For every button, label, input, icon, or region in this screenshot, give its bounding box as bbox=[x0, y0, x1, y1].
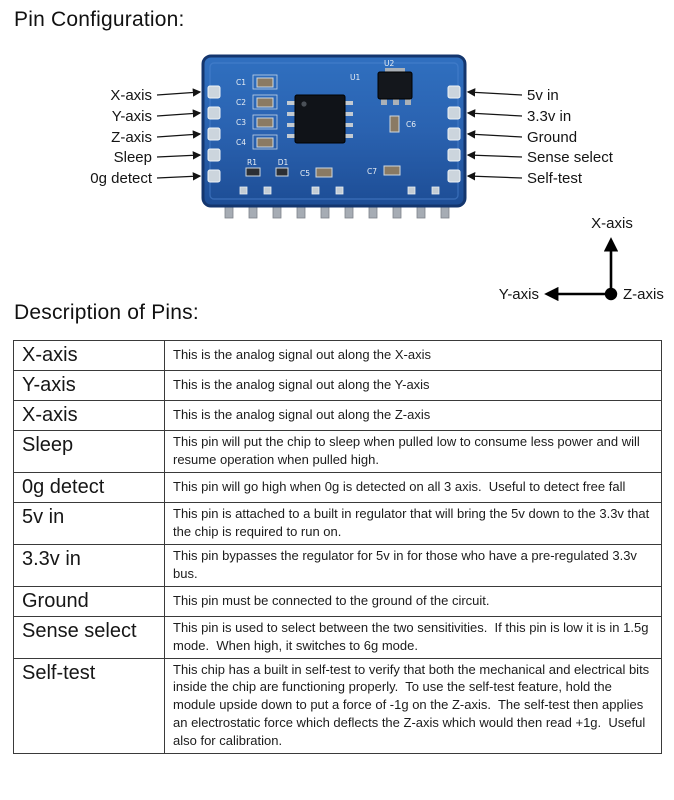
silkscreen-c4: C4 bbox=[236, 138, 246, 147]
right-pin-labels: 5v in 3.3v in Ground Sense select Self-t… bbox=[527, 87, 614, 187]
table-row-5v-in: 5v in This pin is attached to a built in… bbox=[13, 501, 662, 545]
pin-name-cell: Ground bbox=[13, 585, 165, 617]
silkscreen-r1: R1 bbox=[247, 158, 257, 167]
pin-label-ground: Ground bbox=[527, 129, 577, 146]
pin-label-0g-detect: 0g detect bbox=[90, 170, 153, 187]
left-pad-column bbox=[207, 85, 221, 183]
left-pin-labels: X-axis Y-axis Z-axis Sleep 0g detect bbox=[90, 87, 153, 187]
pin-description-cell: This pin must be connected to the ground… bbox=[164, 585, 662, 617]
passive-components bbox=[245, 74, 401, 178]
bottom-pad-row bbox=[239, 186, 440, 195]
silkscreen-u2: U2 bbox=[384, 59, 394, 68]
table-row-x-axis: X-axis This is the analog signal out alo… bbox=[13, 340, 662, 371]
pin-label-sense-select: Sense select bbox=[527, 149, 614, 166]
pin-label-y-axis: Y-axis bbox=[112, 108, 152, 125]
pin-description-cell: This pin is used to select between the t… bbox=[164, 615, 662, 659]
axis-z-label: Z-axis bbox=[623, 286, 664, 303]
pin-configuration-title: Pin Configuration: bbox=[14, 8, 185, 31]
silkscreen-c1: C1 bbox=[236, 78, 246, 87]
pin-label-5v-in: 5v in bbox=[527, 87, 559, 104]
silkscreen-c7: C7 bbox=[367, 167, 377, 176]
table-row-z-axis: X-axis This is the analog signal out alo… bbox=[13, 400, 662, 431]
table-row-sleep: Sleep This pin will put the chip to slee… bbox=[13, 430, 662, 473]
pin-description-cell: This chip has a built in self-test to ve… bbox=[164, 657, 662, 755]
pin-description-cell: This pin will go high when 0g is detecte… bbox=[164, 471, 662, 503]
pin-label-3v3-in: 3.3v in bbox=[527, 108, 571, 125]
pin-description-cell: This pin is attached to a built in regul… bbox=[164, 501, 662, 545]
pin-name-cell: Sense select bbox=[13, 615, 165, 659]
pin-description-cell: This is the analog signal out along the … bbox=[164, 370, 662, 401]
axis-y-label: Y-axis bbox=[499, 286, 539, 303]
silkscreen-c2: C2 bbox=[236, 98, 246, 107]
pin-label-sleep: Sleep bbox=[114, 149, 152, 166]
accelerometer-ic-u1 bbox=[287, 94, 353, 144]
silkscreen-labels: U1 U2 C1 C2 C3 C4 C5 C6 C7 R1 D1 bbox=[236, 59, 416, 178]
axis-orientation-indicator: X-axis Y-axis Z-axis bbox=[499, 215, 664, 303]
pin-name-cell: 3.3v in bbox=[13, 543, 165, 587]
left-callout-arrows bbox=[156, 88, 202, 181]
pin-label-self-test: Self-test bbox=[527, 170, 583, 187]
axis-x-label: X-axis bbox=[591, 215, 633, 232]
description-of-pins-title: Description of Pins: bbox=[14, 301, 199, 324]
table-row-3v3-in: 3.3v in This pin bypasses the regulator … bbox=[13, 543, 662, 587]
pin-name-cell: X-axis bbox=[13, 400, 165, 431]
silkscreen-u1: U1 bbox=[350, 73, 360, 82]
silkscreen-c6: C6 bbox=[406, 120, 416, 129]
pin-description-cell: This is the analog signal out along the … bbox=[164, 340, 662, 371]
pin-configuration-figure: U1 U2 C1 C2 C3 C4 C5 C6 C7 R1 D1 bbox=[90, 54, 664, 303]
voltage-regulator-u2 bbox=[377, 68, 413, 105]
pin-name-cell: 5v in bbox=[13, 501, 165, 545]
axis-origin-dot bbox=[604, 287, 618, 301]
pin-name-cell: Self-test bbox=[13, 657, 165, 755]
table-row-y-axis: Y-axis This is the analog signal out alo… bbox=[13, 370, 662, 401]
silkscreen-c5: C5 bbox=[300, 169, 310, 178]
pin-name-cell: X-axis bbox=[13, 340, 165, 371]
table-row-sense-select: Sense select This pin is used to select … bbox=[13, 615, 662, 659]
pin-label-x-axis: X-axis bbox=[110, 87, 152, 104]
pin-label-z-axis: Z-axis bbox=[111, 129, 152, 146]
pin-name-cell: 0g detect bbox=[13, 471, 165, 503]
pin-name-cell: Sleep bbox=[13, 430, 165, 473]
pin-description-table: X-axis This is the analog signal out alo… bbox=[13, 340, 662, 755]
table-row-self-test: Self-test This chip has a built in self-… bbox=[13, 657, 662, 755]
table-row-0g-detect: 0g detect This pin will go high when 0g … bbox=[13, 471, 662, 503]
pin-description-cell: This is the analog signal out along the … bbox=[164, 400, 662, 431]
silkscreen-c3: C3 bbox=[236, 118, 246, 127]
pin-description-cell: This pin will put the chip to sleep when… bbox=[164, 430, 662, 473]
right-callout-arrows bbox=[466, 88, 523, 181]
right-pad-column bbox=[447, 85, 461, 183]
pin-name-cell: Y-axis bbox=[13, 370, 165, 401]
table-row-ground: Ground This pin must be connected to the… bbox=[13, 585, 662, 617]
pin-description-cell: This pin bypasses the regulator for 5v i… bbox=[164, 543, 662, 587]
silkscreen-d1: D1 bbox=[278, 158, 289, 167]
